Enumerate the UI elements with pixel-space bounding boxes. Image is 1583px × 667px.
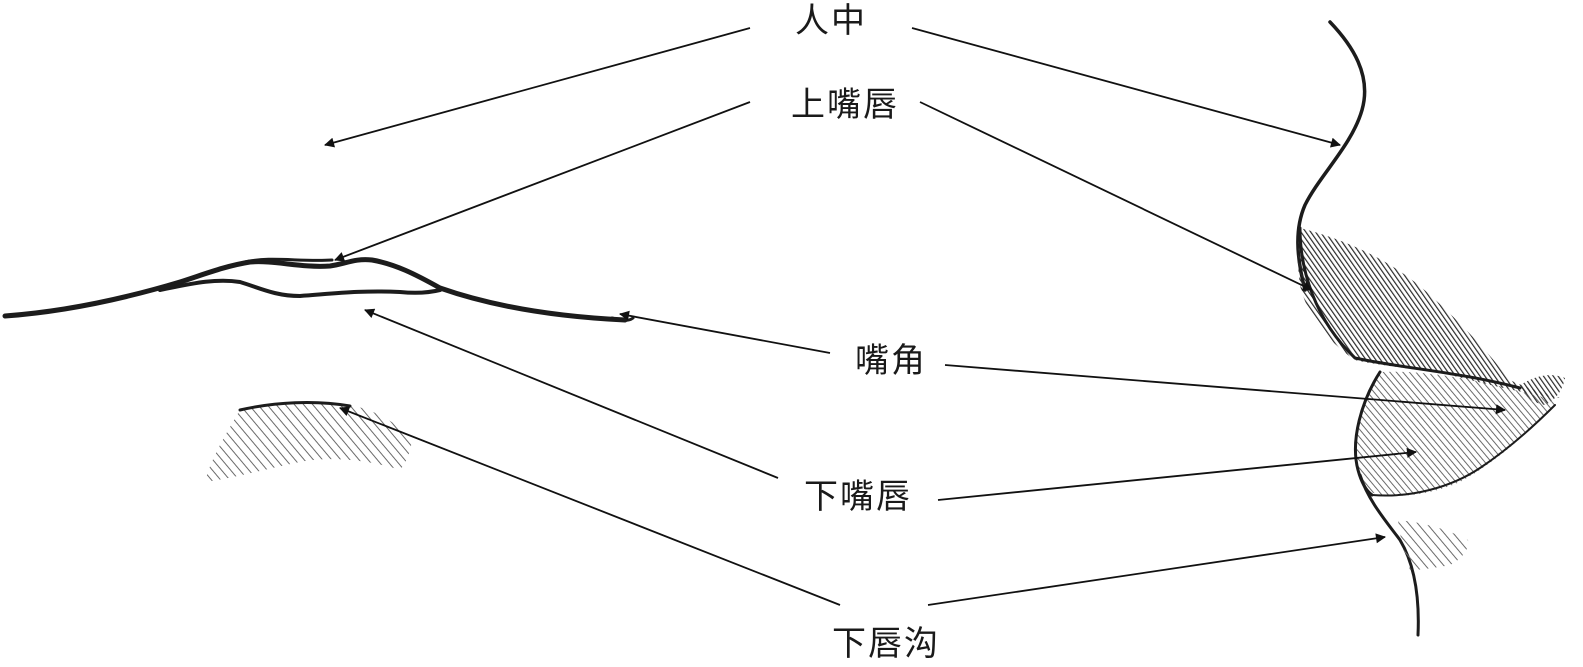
arrow-lower-lip-profile [937,447,1417,501]
profile-philtrum-contour [1296,20,1367,292]
arrow-lower-lip-groove-front [339,406,841,606]
label-upper-lip: 上嘴唇 [791,85,899,125]
front-view-mouth [2,257,635,482]
profile-upper-lip-edge [1298,226,1522,390]
profile-upper-lip [1297,228,1560,398]
profile-chin-contour [1358,473,1420,637]
front-upper-lip-outline [2,257,628,323]
arrow-lower-lip-groove-profile [927,533,1386,606]
front-lower-lip-top-edge [238,401,352,412]
arrow-upper-lip-profile [919,101,1313,291]
arrow-mouth-corner-profile [944,364,1506,415]
side-profile-mouth [1296,20,1565,637]
front-mouth-line [158,278,442,298]
label-lower-lip: 下嘴唇 [804,477,912,517]
annotation-labels: 人中 上嘴唇 嘴角 下嘴唇 下唇沟 [791,1,940,664]
arrow-lower-lip-front [364,308,779,479]
arrow-mouth-corner-front [619,310,831,354]
label-philtrum: 人中 [795,1,867,41]
label-mouth-corner: 嘴角 [855,341,927,381]
arrow-philtrum-front [324,27,751,148]
arrow-upper-lip-front [334,101,751,262]
label-lower-lip-groove: 下唇沟 [832,624,940,664]
front-upper-lip-peak [243,257,334,264]
annotation-arrows [324,27,1506,606]
front-lower-lip-shadow [205,402,412,482]
profile-lower-lip-bottom [1371,404,1556,497]
profile-groove-shadow [1398,520,1469,570]
arrow-philtrum-profile [911,27,1341,148]
